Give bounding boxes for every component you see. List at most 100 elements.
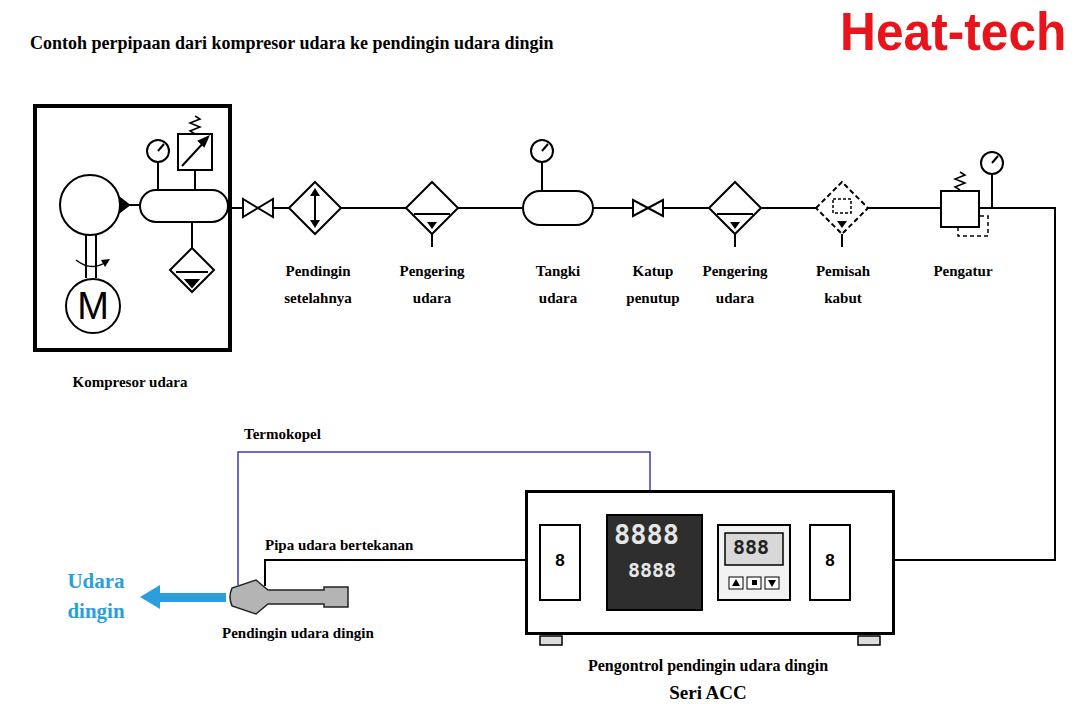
diagram-title: Contoh perpipaan dari kompresor udara ke… [30, 33, 553, 54]
aftercooler-detail [310, 188, 320, 228]
cold-air-arrow [140, 585, 226, 609]
component-label: Pendingin setelahnya [273, 258, 363, 312]
dryer-symbol-outline [709, 182, 761, 234]
component-label: Pengontrol pendingin udara dingin [488, 652, 928, 679]
component-label: Tangki udara [523, 258, 593, 312]
pressure-gauge [147, 140, 169, 162]
drain-stem [841, 234, 843, 247]
stop-valve-symbol [243, 199, 273, 217]
stop-valve-symbol: Katup penutup [632, 199, 664, 217]
gauge-needle [992, 156, 998, 163]
dryer-symbol-outline [709, 182, 761, 234]
drive-shaft [85, 235, 87, 278]
dryer-element [717, 213, 753, 215]
stop-valve-symbol [243, 199, 273, 217]
button-glyph [752, 580, 757, 585]
component-label: Pendingin udara dingin [222, 620, 462, 647]
controller-button [729, 577, 743, 589]
display-digits: 8888 [614, 521, 679, 548]
pump-symbol [60, 175, 120, 235]
safety-valve [178, 134, 212, 170]
controller-button [747, 577, 761, 589]
air-pipe [594, 207, 632, 209]
dryer-drain [427, 222, 437, 229]
air-pipe [664, 207, 709, 209]
dryer-element [414, 213, 450, 215]
rotation-arrowhead [101, 259, 110, 267]
air-pipe [458, 207, 522, 209]
switch-symbol: 8 [552, 552, 568, 569]
regulator-symbol: Pengatur [940, 190, 980, 228]
component-label: Pengatur [918, 258, 1008, 285]
air-tank-symbol: Tangki udara [522, 190, 594, 226]
gauge-stem [991, 175, 993, 208]
controller-screen [725, 533, 783, 565]
valve-spring [190, 116, 200, 134]
filter-symbol [170, 248, 214, 292]
aftercooler-symbol-outline [289, 182, 341, 234]
caption-holder: Katup penutup [613, 258, 693, 312]
valve-stem [194, 170, 196, 190]
button-glyph [768, 580, 776, 587]
stop-valve-symbol-outline [632, 199, 664, 217]
caption-holder: Pengering udara [387, 258, 477, 312]
air-pipe [341, 207, 406, 209]
stop-valve-symbol-outline [633, 200, 663, 216]
cold-air-arrowhead [140, 585, 160, 609]
motor-symbol: M [65, 278, 121, 334]
pump-arrow [120, 198, 129, 212]
symbol-letter: M [77, 287, 109, 325]
pressure-gauge [531, 140, 553, 162]
filter-drain [186, 280, 198, 287]
cooler-arrow [314, 192, 316, 224]
component-label: Pengering udara [387, 258, 477, 312]
caption-holder: Tangki udara [523, 258, 593, 312]
compressor-housing: Kompresor udaraM [33, 104, 232, 352]
cooler-arrowhead [310, 188, 320, 196]
display-digits: 8888 [628, 560, 676, 580]
text-holder: M [67, 280, 119, 332]
air-pipe [895, 208, 1055, 560]
series-label: Seri ACC [488, 679, 928, 704]
brand-logo: Heat-tech [840, 4, 1066, 58]
power-switch [540, 525, 580, 600]
separator-element [833, 199, 851, 213]
caption-holder: Pengontrol pendingin udara dinginSeri AC… [488, 652, 928, 704]
switch-symbol: 8 [822, 552, 838, 569]
controller-digits: 888 [733, 537, 769, 557]
cooler-arrowhead [310, 220, 320, 228]
safety-valve-arrowhead [199, 137, 208, 146]
controller-box: Pengontrol pendingin udara dinginSeri AC… [525, 490, 895, 635]
component-label: Kompresor udara [20, 369, 240, 396]
component-label: Pengering udara [690, 258, 780, 312]
mist-separator-symbol-outline [816, 182, 868, 234]
caption-holder: Kompresor udara [20, 369, 240, 396]
connector-label: Pipa udara bertekanan [263, 535, 415, 555]
button-glyph [732, 579, 740, 586]
dryer-symbol: Pengering udara [709, 182, 761, 234]
air-pipe [265, 560, 525, 586]
filter-stem [191, 222, 193, 248]
gauge-needle [542, 144, 548, 151]
controller-foot [540, 636, 562, 645]
rotation-arrow [76, 260, 106, 267]
tank-gauge [531, 140, 553, 190]
mist-separator-symbol-outline [816, 182, 868, 234]
aftercooler-symbol-outline [289, 182, 341, 234]
dryer-drain [730, 222, 740, 229]
caption-holder: Pendingin setelahnya [273, 258, 363, 312]
power-switch [810, 525, 850, 600]
dryer-symbol: Pengering udara [406, 182, 458, 234]
dryer-symbol-outline [406, 182, 458, 234]
component-label: Katup penutup [613, 258, 693, 312]
caption-holder: Pendingin udara dingin [222, 620, 462, 647]
controller-button [765, 577, 779, 589]
controller-panel [540, 515, 880, 645]
pump-pipe [129, 204, 140, 206]
temperature-controller [718, 525, 790, 600]
air-pipe [868, 207, 940, 209]
pressure-gauge [981, 152, 1003, 174]
mist-separator-symbol: Pemisah kabut [816, 182, 868, 234]
air-pipe [761, 207, 816, 209]
